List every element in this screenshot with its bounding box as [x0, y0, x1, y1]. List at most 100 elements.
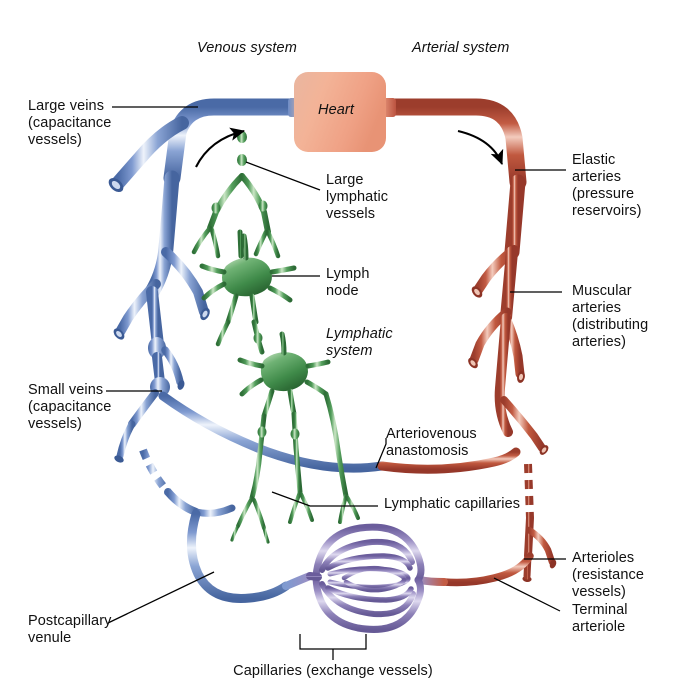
elastic-artery-trunk	[379, 98, 527, 191]
lymphatic-branch-right-1	[239, 173, 271, 235]
small-vein-upper	[146, 286, 164, 351]
bracket-icon-capillaries	[299, 634, 367, 650]
lymphatic-valve-4	[258, 200, 268, 212]
curved-arrow-icon-venous	[195, 127, 246, 168]
lymph-cap-twig-7	[230, 524, 240, 542]
label-small-veins: Small veins (capacitance vessels)	[28, 382, 112, 432]
heart-label: Heart	[318, 102, 354, 118]
label-arteriovenous-anastomosis: Arteriovenous anastomosis	[386, 426, 477, 459]
label-lymphatic-system: Lymphatic system	[326, 326, 393, 359]
leader-lymphatic-capillaries	[271, 491, 378, 507]
label-postcapillary-venule: Postcapillary venule	[28, 613, 112, 646]
vein-small-hook	[192, 504, 236, 517]
vein-lumen-1	[111, 180, 121, 190]
artery-lumen-2	[470, 360, 476, 366]
node2-vessel-c	[261, 388, 275, 419]
node-vessel-g	[241, 233, 249, 261]
leader-arteriovenous-anastomosis	[375, 438, 387, 469]
lymphatic-twig-4	[253, 229, 269, 257]
lymph-capillary-trunk-2	[291, 411, 303, 495]
artery-descending-2	[500, 246, 518, 324]
lymph-capillary-trunk-1	[249, 413, 267, 501]
arteriovenous-anastomosis-vessel	[377, 447, 521, 474]
vein-dashed-segment	[139, 448, 172, 495]
label-elastic-arteries: Elastic arteries (pressure reservoirs)	[572, 152, 642, 219]
lymph-node-body-2	[260, 352, 308, 392]
node-vessel-b	[201, 281, 227, 301]
lymphatic-twig-3	[265, 229, 281, 259]
artery-lumen-3	[518, 373, 524, 381]
vein-cut-end-4	[177, 380, 185, 390]
vein-long-horizontal	[158, 391, 387, 473]
postcapillary-venule	[187, 509, 291, 603]
node-vessel-c	[225, 293, 239, 325]
label-lymph-node: Lymph node	[326, 266, 370, 299]
artery-branch-4	[500, 396, 546, 452]
node-vessel-d	[249, 293, 259, 325]
leader-terminal-arteriole	[493, 577, 561, 612]
lymphatic-twig-1	[191, 225, 213, 255]
title-venous-system: Venous system	[197, 40, 297, 56]
lymphatic-valve-6	[257, 426, 267, 438]
capillary-loop-outer-top	[312, 523, 425, 584]
venous-system-group	[108, 98, 387, 603]
lymphatic-system-group	[191, 118, 360, 544]
artery-lumen-4	[541, 447, 547, 453]
vein-branch-right-1	[161, 247, 209, 317]
lymphatic-mid-twig	[215, 319, 231, 347]
lymph-cap-twig-2	[252, 498, 266, 530]
large-vein-trunk	[163, 98, 306, 187]
node2-vessel-b	[239, 377, 264, 397]
node-vessel-f	[269, 265, 297, 275]
label-capillaries: Capillaries (exchange vessels)	[233, 663, 433, 679]
lymphatic-branch-left-1	[207, 173, 245, 231]
artery-descending-main	[504, 174, 526, 260]
lymph-cap-twig-5	[338, 494, 348, 524]
lymph-cap-twig-1	[236, 496, 254, 528]
leader-lines	[106, 106, 566, 660]
node-vessel-e	[267, 285, 293, 303]
artery-descending-3	[494, 313, 513, 437]
lymphatic-twig-2	[209, 227, 221, 259]
lymph-cap-twig-8	[262, 526, 270, 544]
label-muscular-arteries: Muscular arteries (distributing arteries…	[572, 283, 649, 350]
small-vein-branch-right	[161, 346, 184, 386]
artery-dashed-segment	[524, 463, 534, 519]
node2-vessel-a	[237, 357, 265, 369]
small-vein-lower-left	[128, 389, 159, 428]
node-vessel-a	[199, 263, 227, 275]
arteriole-branch-right	[525, 526, 556, 566]
capillary-feeder-left	[306, 572, 322, 581]
heart-box	[294, 72, 386, 152]
arteriole-cut-end-1	[549, 559, 557, 569]
curved-arrow-icon-arterial	[457, 129, 504, 165]
leader-postcapillary-venule	[107, 571, 215, 624]
node2-vessel-d	[287, 388, 297, 417]
lymph-cap-twig-6	[345, 495, 360, 520]
lymph-cap-twig-4	[299, 492, 314, 522]
artery-lumen-1	[474, 288, 480, 296]
vein-cut-end-5	[114, 455, 124, 463]
node2-vessel-f	[305, 359, 331, 369]
heart-group	[288, 72, 396, 152]
lymph-capillary-trunk-3	[323, 391, 349, 499]
capillary-loop-3-top	[325, 553, 413, 571]
lymphatic-valve-5	[253, 332, 263, 344]
large-vein-branch-upper-left	[111, 116, 189, 190]
lymph-node-body-1	[222, 257, 272, 297]
label-arterioles: Arterioles (resistance vessels)	[572, 550, 645, 600]
label-large-lymphatic-vessels: Large lymphatic vessels	[326, 172, 389, 222]
vein-valve-bulge-1	[148, 337, 166, 359]
vein-descending-trunk	[144, 170, 180, 300]
vein-lumen-2	[202, 310, 208, 318]
vein-postdash	[164, 488, 200, 516]
capillary-loop-outer-bottom	[312, 574, 424, 633]
lymph-node-lower	[237, 331, 331, 419]
terminal-arteriole	[440, 552, 534, 587]
vein-lumen-3	[116, 330, 122, 338]
vein-left-terminal	[116, 420, 136, 460]
capillary-loop-2-top	[319, 538, 415, 573]
capillary-loop-2-bottom	[319, 581, 416, 618]
